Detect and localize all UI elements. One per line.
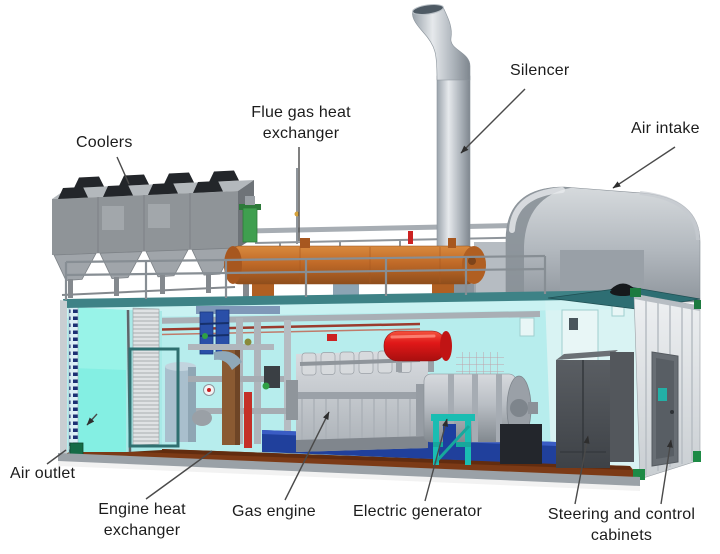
cooler-hoppers bbox=[53, 247, 235, 281]
green-inlet-pipe bbox=[239, 196, 261, 243]
door-handle bbox=[670, 410, 674, 414]
engine-hx-leader bbox=[145, 450, 213, 500]
air-intake-duct bbox=[505, 186, 701, 303]
expansion-tank bbox=[383, 330, 452, 372]
red-riser-pipe bbox=[244, 392, 252, 448]
silencer-elbow bbox=[412, 6, 471, 81]
container-interior bbox=[60, 294, 640, 478]
roof-vent bbox=[610, 283, 636, 296]
label-silencer: Silencer bbox=[510, 62, 570, 79]
pressure-gauge bbox=[207, 388, 211, 392]
air-outlet-arrow bbox=[86, 413, 98, 426]
teal-skid bbox=[431, 414, 475, 465]
coolers-unit bbox=[52, 170, 254, 298]
roof-railing bbox=[64, 254, 547, 300]
roof-red-fitting bbox=[408, 231, 413, 244]
sensor-bulb bbox=[294, 211, 300, 217]
door-sign bbox=[658, 388, 667, 401]
exhaust-outlet bbox=[412, 4, 444, 15]
label-engine-heat-exchanger: Engine heat exchanger bbox=[98, 501, 186, 540]
ceiling-pipe bbox=[91, 311, 541, 325]
label-gas-engine: Gas engine bbox=[232, 503, 316, 520]
generator-leader bbox=[424, 418, 448, 502]
control-cabinets bbox=[556, 350, 634, 468]
cooler-access-panel bbox=[102, 206, 124, 230]
label-flue-gas-heat-exchanger: Flue gas heat exchanger bbox=[251, 104, 351, 143]
coolers-leader bbox=[116, 156, 130, 185]
label-air-intake: Air intake bbox=[631, 120, 700, 137]
roof-edge-beam bbox=[63, 290, 636, 308]
leader-lines bbox=[46, 88, 676, 505]
air-intake-leader bbox=[612, 146, 676, 189]
cooler-access-panel bbox=[148, 204, 170, 228]
air-outlet-louver bbox=[68, 306, 126, 457]
terminal-box bbox=[500, 424, 542, 464]
label-steering-control-cabinets: Steering and control cabinets bbox=[547, 506, 696, 545]
container-end-wall bbox=[630, 288, 701, 480]
steering-leader-right bbox=[660, 439, 673, 505]
interior-door-frame bbox=[128, 347, 180, 448]
buffer-tank bbox=[165, 362, 196, 442]
cooler-fans bbox=[58, 170, 239, 199]
label-electric-generator: Electric generator bbox=[353, 503, 482, 520]
silencer-leader bbox=[460, 88, 526, 154]
engine-heat-exchanger-skid bbox=[188, 306, 291, 448]
label-air-outlet: Air outlet bbox=[10, 465, 76, 482]
container-shell bbox=[58, 283, 701, 491]
bottom-rail bbox=[58, 453, 640, 486]
gas-engine-block bbox=[286, 350, 428, 452]
steering-leader-left bbox=[574, 435, 590, 505]
interior-louver-panel bbox=[132, 307, 160, 446]
gas-engine-leader bbox=[284, 411, 330, 501]
air-outlet-leader bbox=[46, 449, 67, 465]
label-coolers: Coolers bbox=[76, 134, 133, 151]
corner-castings bbox=[630, 288, 701, 480]
